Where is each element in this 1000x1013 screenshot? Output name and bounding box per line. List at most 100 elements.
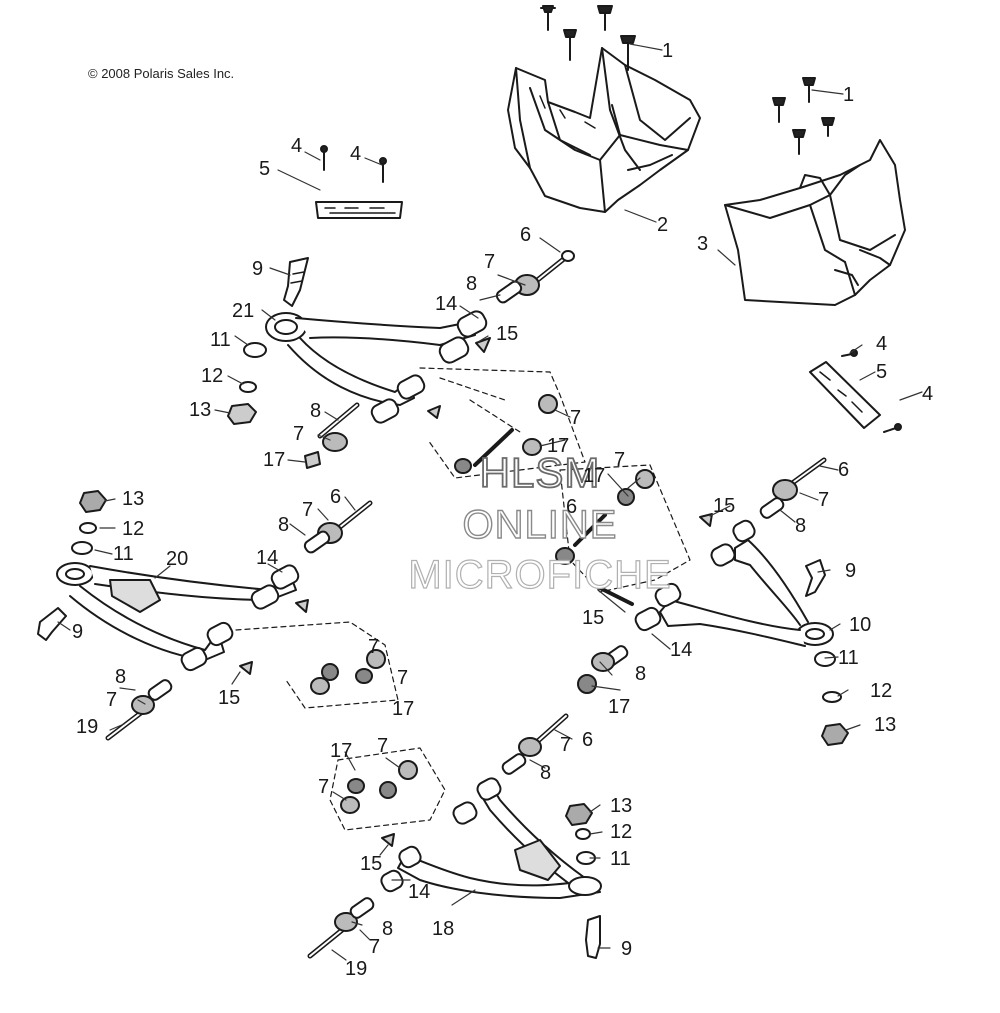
- part-bushings-left-box: [310, 649, 386, 695]
- callout-label: 7: [570, 407, 581, 429]
- part-bolt-left-b: [105, 679, 173, 741]
- callout-label: 15: [713, 495, 735, 517]
- callout-label: 7: [368, 636, 379, 658]
- part-bushings-right-box: [555, 469, 655, 565]
- callout-label: 17: [583, 465, 605, 487]
- callout-label: 15: [218, 687, 240, 709]
- part-hardware-upper-left: [227, 342, 267, 425]
- callout-label: 6: [520, 224, 531, 246]
- part-hardware-left: [71, 490, 107, 555]
- callout-label: 4: [350, 143, 361, 165]
- callout-label: 6: [582, 729, 593, 751]
- part-a-arm-20: [56, 562, 300, 672]
- callout-label: 7: [818, 489, 829, 511]
- callout-label: 19: [345, 958, 367, 980]
- part-bracket-5-right: [809, 349, 902, 433]
- callout-label: 13: [189, 399, 211, 421]
- part-a-arm-10: [634, 519, 834, 647]
- callout-label: 14: [435, 293, 457, 315]
- callout-label: 9: [72, 621, 83, 643]
- callout-label: 6: [566, 496, 577, 518]
- part-hardware-lower: [565, 803, 596, 865]
- callout-label: 11: [210, 329, 231, 351]
- callout-label: 7: [302, 499, 313, 521]
- callout-label: 17: [547, 435, 569, 457]
- callout-label: 4: [291, 135, 302, 157]
- callout-label: 8: [795, 515, 806, 537]
- callout-label: 8: [466, 273, 477, 295]
- callout-label: 13: [122, 488, 144, 510]
- callout-label: 8: [540, 762, 551, 784]
- copyright-notice: © 2008 Polaris Sales Inc.: [88, 66, 235, 81]
- callout-label: 9: [252, 258, 263, 280]
- watermark-line-2: ONLINE: [462, 503, 618, 547]
- callout-label: 19: [76, 716, 98, 738]
- part-bushings-upper-box: [454, 394, 558, 474]
- callout-label: 17: [392, 698, 414, 720]
- callout-label: 11: [610, 848, 631, 870]
- callout-label: 17: [608, 696, 630, 718]
- callout-label: 5: [876, 361, 887, 383]
- callout-label: 7: [293, 423, 304, 445]
- callout-label: 20: [166, 548, 188, 570]
- part-bolt-lower-a: [501, 713, 569, 775]
- part-bolt-right-b: [577, 585, 634, 694]
- part-a-arm-18: [380, 777, 602, 899]
- callout-label: 1: [843, 84, 854, 106]
- callout-label: 9: [845, 560, 856, 582]
- callout-label: 12: [870, 680, 892, 702]
- callout-label: 12: [122, 518, 144, 540]
- callout-label: 5: [259, 158, 270, 180]
- callout-label: 12: [201, 365, 223, 387]
- part-ball-joint-9-upper: [283, 257, 309, 307]
- part-hardware-right: [814, 651, 849, 746]
- exploded-box-upper: [419, 367, 586, 479]
- callout-label: 7: [106, 689, 117, 711]
- callout-label: 17: [330, 740, 352, 762]
- callout-label: 7: [369, 936, 380, 958]
- callout-label: 15: [496, 323, 518, 345]
- part-screws-1-left: [540, 5, 636, 71]
- callout-label: 12: [610, 821, 632, 843]
- callout-label: 6: [330, 486, 341, 508]
- part-bolt-right-a: [699, 457, 827, 527]
- callout-label: 9: [621, 938, 632, 960]
- callout-label: 8: [115, 666, 126, 688]
- part-bolt-upper-a: [427, 250, 575, 419]
- part-bolt-left-a: [239, 500, 373, 675]
- exploded-box-lower: [329, 747, 446, 831]
- callout-label: 3: [697, 233, 708, 255]
- part-fender-left: [507, 47, 701, 213]
- watermark-line-1: HLSM: [479, 449, 601, 496]
- callout-label: 14: [256, 547, 278, 569]
- callout-label: 13: [610, 795, 632, 817]
- callout-label: 8: [382, 918, 393, 940]
- part-ball-joint-9-right: [805, 559, 826, 597]
- leader-lines: [57, 43, 923, 961]
- callout-label: 8: [310, 400, 321, 422]
- callout-label: 7: [397, 667, 408, 689]
- part-bolt-lower-b: [307, 833, 395, 959]
- callout-label: 4: [922, 383, 933, 405]
- callout-label: 8: [278, 514, 289, 536]
- callout-label: 14: [408, 881, 430, 903]
- callout-label: 4: [876, 333, 887, 355]
- callout-label: 1: [662, 40, 673, 62]
- callout-label: 7: [484, 251, 495, 273]
- part-fender-right: [724, 139, 906, 306]
- part-bushings-lower-box: [340, 760, 418, 814]
- callout-label: 21: [232, 300, 254, 322]
- callout-label: 6: [838, 459, 849, 481]
- part-a-arm-upper-21: [265, 310, 488, 424]
- callout-label: 17: [263, 449, 285, 471]
- callout-label: 7: [560, 734, 571, 756]
- callout-label: 7: [318, 776, 329, 798]
- part-ball-joint-9-lower: [585, 915, 601, 959]
- callout-label: 7: [377, 735, 388, 757]
- callout-label: 14: [670, 639, 692, 661]
- part-screws-1-right: [772, 77, 835, 155]
- callout-label: 2: [657, 214, 668, 236]
- callout-label: 18: [432, 918, 454, 940]
